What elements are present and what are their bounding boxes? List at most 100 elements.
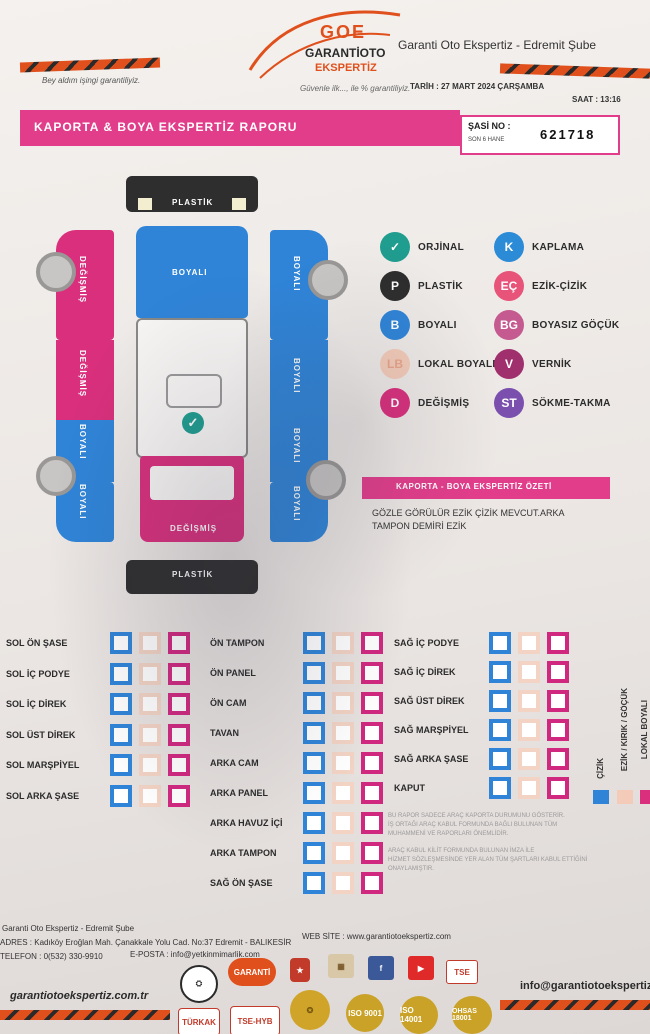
checkbox-left-2-dent[interactable] xyxy=(139,693,161,715)
right-front-door-label: BOYALI xyxy=(292,358,301,394)
checkbox-middle-1-scratch[interactable] xyxy=(303,662,325,684)
checklist-label-right-4: SAĞ ARKA ŞASE xyxy=(394,754,469,764)
gold-seal-badge: ✪ xyxy=(290,990,330,1030)
checkbox-right-0-dent[interactable] xyxy=(518,632,540,654)
checkbox-left-5-dent[interactable] xyxy=(139,784,161,807)
checkbox-middle-8-scratch[interactable] xyxy=(303,872,325,894)
checkbox-middle-8-dent[interactable] xyxy=(332,872,354,894)
checkbox-right-1-dent[interactable] xyxy=(518,661,540,683)
checkbox-left-5-painted[interactable] xyxy=(168,784,190,807)
checkbox-middle-7-scratch[interactable] xyxy=(303,842,325,864)
summary-header: KAPORTA - BOYA EKSPERTİZ ÖZETİ xyxy=(362,477,610,499)
checkbox-left-4-dent[interactable] xyxy=(139,754,161,776)
report-title: KAPORTA & BOYA EKSPERTİZ RAPORU xyxy=(34,120,298,134)
checkbox-middle-8-painted[interactable] xyxy=(361,872,383,894)
checkbox-left-5-scratch[interactable] xyxy=(110,784,132,807)
legend-label-2: PLASTİK xyxy=(418,281,463,292)
summary-text-2: TAMPON DEMİRİ EZİK xyxy=(372,521,467,531)
checkbox-middle-0-scratch[interactable] xyxy=(303,632,325,654)
checkbox-right-5-dent[interactable] xyxy=(518,777,540,799)
front-bumper-light-left xyxy=(138,198,152,210)
legend-label-0: ORJİNAL xyxy=(418,242,464,253)
checkbox-right-0-scratch[interactable] xyxy=(489,632,511,654)
left-front-door-label: DEĞİŞMİŞ xyxy=(78,350,87,398)
legend-label-8: DEĞİŞMİŞ xyxy=(418,398,470,409)
front-bumper-label: PLASTİK xyxy=(172,198,214,207)
rear-window xyxy=(150,466,234,500)
legend-circle-2: P xyxy=(380,271,410,301)
checkbox-right-0-painted[interactable] xyxy=(547,632,569,654)
checkbox-right-4-painted[interactable] xyxy=(547,748,569,770)
checkbox-middle-6-dent[interactable] xyxy=(332,812,354,834)
checkbox-middle-0-dent[interactable] xyxy=(332,632,354,654)
checkbox-left-1-painted[interactable] xyxy=(168,662,190,685)
checkbox-left-0-dent[interactable] xyxy=(139,632,161,654)
checkbox-right-4-dent[interactable] xyxy=(518,748,540,770)
trunk-panel: DEĞİŞMİŞ xyxy=(140,456,244,542)
checkbox-right-4-scratch[interactable] xyxy=(489,748,511,770)
checkbox-right-1-scratch[interactable] xyxy=(489,661,511,683)
dent-swatch xyxy=(617,790,633,804)
legend-circle-5: BG xyxy=(494,310,524,340)
checkbox-left-0-scratch[interactable] xyxy=(110,632,132,654)
checkbox-middle-2-painted[interactable] xyxy=(361,692,383,714)
legend-label-4: BOYALI xyxy=(418,320,457,331)
checkbox-middle-5-dent[interactable] xyxy=(332,782,354,804)
branch-title: Garanti Oto Ekspertiz - Edremit Şube xyxy=(398,38,597,52)
checkbox-left-4-scratch[interactable] xyxy=(110,754,132,776)
footer-email: E-POSTA : info@yetkinmimarlik.com xyxy=(130,950,260,959)
checkbox-left-1-scratch[interactable] xyxy=(110,662,132,685)
checkbox-middle-0-painted[interactable] xyxy=(361,632,383,654)
right-rear-fender-label: BOYALI xyxy=(292,486,301,522)
chassis-label: ŞASİ NO : xyxy=(468,121,511,131)
checkbox-right-2-dent[interactable] xyxy=(518,690,540,712)
checkbox-middle-1-dent[interactable] xyxy=(332,662,354,684)
rear-bumper: PLASTİK xyxy=(126,560,258,594)
checkbox-right-3-dent[interactable] xyxy=(518,719,540,741)
iso9001-badge: ISO 9001 xyxy=(346,994,384,1032)
checkbox-left-1-dent[interactable] xyxy=(139,662,161,685)
checkbox-middle-4-dent[interactable] xyxy=(332,752,354,774)
checklist-label-left-0: SOL ÖN ŞASE xyxy=(6,638,68,648)
checkbox-middle-2-scratch[interactable] xyxy=(303,692,325,714)
checkbox-right-3-scratch[interactable] xyxy=(489,719,511,741)
checkbox-left-3-scratch[interactable] xyxy=(110,723,132,746)
checkbox-middle-3-dent[interactable] xyxy=(332,722,354,744)
checkbox-left-0-painted[interactable] xyxy=(168,632,190,654)
checkbox-middle-4-scratch[interactable] xyxy=(303,752,325,774)
checkbox-left-4-painted[interactable] xyxy=(168,754,190,776)
brand-logo-swoosh xyxy=(248,10,401,79)
checkbox-right-3-painted[interactable] xyxy=(547,719,569,741)
checkbox-middle-5-painted[interactable] xyxy=(361,782,383,804)
checkbox-middle-6-scratch[interactable] xyxy=(303,812,325,834)
checkbox-middle-3-scratch[interactable] xyxy=(303,722,325,744)
note-line-3: MUHAMMENİ VE RAPORLARI ÖNEMLİDİR. xyxy=(388,831,509,837)
checkbox-middle-6-painted[interactable] xyxy=(361,812,383,834)
note-line-4: ARAÇ KABUL KİLİT FORMUNDA BULUNAN İMZA İ… xyxy=(388,848,535,854)
checklist-label-right-3: SAĞ MARŞPİYEL xyxy=(394,725,469,735)
checkbox-middle-3-painted[interactable] xyxy=(361,722,383,744)
checkbox-left-2-painted[interactable] xyxy=(168,693,190,715)
checkbox-left-3-painted[interactable] xyxy=(168,723,190,746)
legend-label-6: LOKAL BOYALI xyxy=(418,359,496,370)
checkbox-right-2-painted[interactable] xyxy=(547,690,569,712)
checkbox-middle-5-scratch[interactable] xyxy=(303,782,325,804)
checklist-label-left-2: SOL İÇ DİREK xyxy=(6,699,67,709)
checkbox-middle-4-painted[interactable] xyxy=(361,752,383,774)
checkbox-middle-2-dent[interactable] xyxy=(332,692,354,714)
front-bumper-light-right xyxy=(232,198,246,210)
checkbox-middle-1-painted[interactable] xyxy=(361,662,383,684)
award-badge-icon: ★ xyxy=(290,958,310,982)
checkbox-right-1-painted[interactable] xyxy=(547,661,569,683)
checkbox-middle-7-painted[interactable] xyxy=(361,842,383,864)
checkbox-right-5-scratch[interactable] xyxy=(489,777,511,799)
checkbox-right-5-painted[interactable] xyxy=(547,777,569,799)
checkbox-left-3-dent[interactable] xyxy=(139,723,161,746)
checklist-label-middle-3: TAVAN xyxy=(210,728,239,738)
checkbox-left-2-scratch[interactable] xyxy=(110,693,132,715)
chassis-box: ŞASİ NO : SON 6 HANE 621718 xyxy=(460,115,620,155)
checkbox-right-2-scratch[interactable] xyxy=(489,690,511,712)
checkbox-middle-7-dent[interactable] xyxy=(332,842,354,864)
report-date: TARİH : 27 MART 2024 ÇARŞAMBA xyxy=(410,82,545,91)
